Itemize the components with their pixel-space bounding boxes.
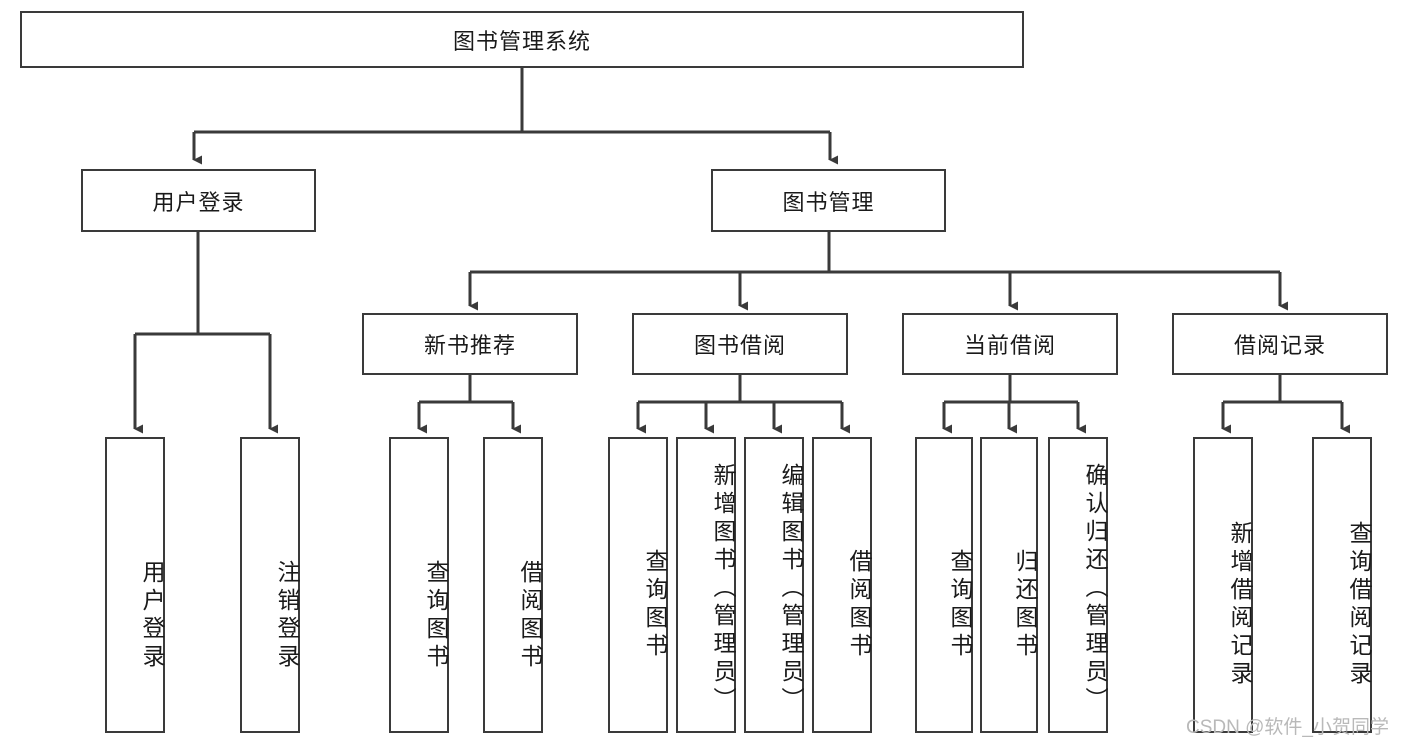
- leaf-query-borrow-record[interactable]: 查询借阅记录: [1312, 437, 1372, 733]
- node-user-login[interactable]: 用户登录: [81, 169, 316, 232]
- leaf-user-login[interactable]: 用户登录: [105, 437, 165, 733]
- csdn-watermark: CSDN @软件_小贺同学: [1186, 717, 1389, 738]
- leaf-edit-book-admin[interactable]: 编辑图书（管理员）: [744, 437, 804, 733]
- leaf-return-book[interactable]: 归还图书: [980, 437, 1038, 733]
- node-root-book-management-system[interactable]: 图书管理系统: [20, 11, 1024, 68]
- leaf-add-book-admin[interactable]: 新增图书（管理员）: [676, 437, 736, 733]
- leaf-add-borrow-record[interactable]: 新增借阅记录: [1193, 437, 1253, 733]
- leaf-query-book-cb[interactable]: 查询图书: [915, 437, 973, 733]
- leaf-confirm-return-admin[interactable]: 确认归还（管理员）: [1048, 437, 1108, 733]
- node-book-management[interactable]: 图书管理: [711, 169, 946, 232]
- node-current-borrow[interactable]: 当前借阅: [902, 313, 1118, 375]
- leaf-borrow-book-new[interactable]: 借阅图书: [483, 437, 543, 733]
- leaf-logout[interactable]: 注销登录: [240, 437, 300, 733]
- node-borrow-record[interactable]: 借阅记录: [1172, 313, 1388, 375]
- node-new-book-recommend[interactable]: 新书推荐: [362, 313, 578, 375]
- leaf-query-book-new[interactable]: 查询图书: [389, 437, 449, 733]
- leaf-borrow-book-bb[interactable]: 借阅图书: [812, 437, 872, 733]
- node-book-borrow[interactable]: 图书借阅: [632, 313, 848, 375]
- leaf-query-book-bb[interactable]: 查询图书: [608, 437, 668, 733]
